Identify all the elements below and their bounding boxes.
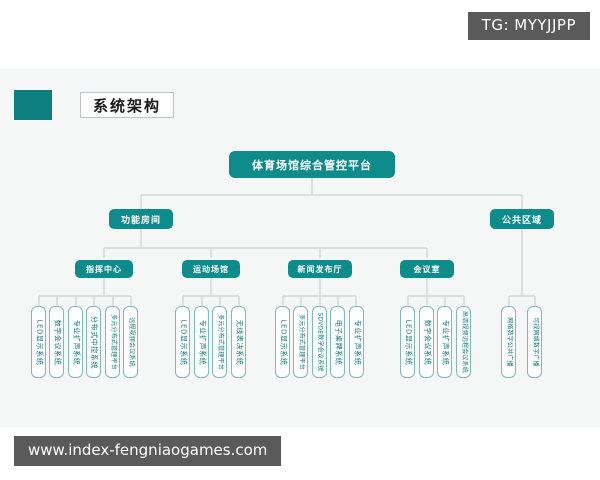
leaf-node[interactable]: 多元分布式管理平台 <box>293 306 308 378</box>
leaf-label: 专业扩声系统 <box>441 319 450 365</box>
leaf-label: 数字会议系统 <box>423 319 432 365</box>
leaf-label: 电子桌牌系统 <box>334 319 343 365</box>
leaf-node[interactable]: LED显示系统 <box>400 306 415 378</box>
leaf-node[interactable]: 高清视频远程会议系统 <box>456 306 471 378</box>
leaf-label: 专业扩声系统 <box>72 319 81 365</box>
leaf-label: 远程视频会议系统 <box>127 317 135 367</box>
bottom-watermark-url: www.index-fengniaogames.com <box>14 436 282 466</box>
node-level3-0[interactable]: 指挥中心 <box>75 260 133 278</box>
leaf-node[interactable]: 多元分布式管理平台 <box>212 306 227 378</box>
leaf-node[interactable]: 多元分布式管理平台 <box>105 306 120 378</box>
leaf-label: 多元分布式管理平台 <box>216 314 224 370</box>
leaf-label: 多元分布式管理平台 <box>109 314 117 370</box>
leaf-label: 数字会议系统 <box>53 319 62 365</box>
node-level3-2[interactable]: 新闻发布厅 <box>288 260 352 278</box>
leaf-label: 网络数字公共广播 <box>505 317 513 367</box>
leaf-node[interactable]: 数字会议系统 <box>49 306 64 378</box>
leaf-node[interactable]: LED显示系统 <box>175 306 190 378</box>
leaf-label: 分布式中控系统 <box>90 315 99 369</box>
leaf-label: 专业扩声系统 <box>198 319 207 365</box>
leaf-label: LED显示系统 <box>35 319 44 365</box>
leaf-node[interactable]: LED显示系统 <box>31 306 46 378</box>
leaf-node[interactable]: 专业扩声系统 <box>437 306 452 378</box>
leaf-label: LED显示系统 <box>279 319 288 365</box>
leaf-node[interactable]: 无线表决系统 <box>231 306 246 378</box>
leaf-node[interactable]: SDVOE数字会议系统 <box>312 306 327 378</box>
node-level3-3[interactable]: 会议室 <box>400 260 454 278</box>
leaf-label: 可视网络数字广播 <box>531 317 539 367</box>
leaf-node[interactable]: 可视网络数字广播 <box>527 306 542 378</box>
node-level2-1[interactable]: 公共区域 <box>490 209 554 229</box>
leaf-node[interactable]: 专业扩声系统 <box>68 306 83 378</box>
leaf-label: 无线表决系统 <box>235 319 244 365</box>
top-watermark-tag: TG: MYYJJPP <box>467 12 590 40</box>
page-title: 系统架构 <box>14 90 175 120</box>
node-root[interactable]: 体育场馆综合管控平台 <box>229 151 395 178</box>
node-level2-0[interactable]: 功能房间 <box>109 209 173 229</box>
leaf-label: LED显示系统 <box>404 319 413 365</box>
heading-accent-block <box>14 90 52 120</box>
leaf-node[interactable]: 分布式中控系统 <box>86 306 101 378</box>
leaf-node[interactable]: 远程视频会议系统 <box>123 306 138 378</box>
connector-lines <box>38 178 536 306</box>
leaf-label: 高清视频远程会议系统 <box>460 310 468 374</box>
leaf-node[interactable]: 专业扩声系统 <box>349 306 364 378</box>
leaf-node[interactable]: 专业扩声系统 <box>194 306 209 378</box>
node-level3-1[interactable]: 运动场馆 <box>182 260 240 278</box>
leaf-node[interactable]: 数字会议系统 <box>419 306 434 378</box>
leaf-label: LED显示系统 <box>179 319 188 365</box>
architecture-diagram: 体育场馆综合管控平台 功能房间 公共区域 指挥中心 运动场馆 新闻发布厅 会议室… <box>0 68 600 428</box>
slide-panel: 系统架构 <box>0 68 600 428</box>
leaf-label: SDVOE数字会议系统 <box>316 312 324 372</box>
heading-label: 系统架构 <box>80 92 175 118</box>
leaf-node[interactable]: 网络数字公共广播 <box>501 306 516 378</box>
leaf-label: 多元分布式管理平台 <box>297 314 305 370</box>
leaf-node[interactable]: LED显示系统 <box>275 306 290 378</box>
leaf-label: 专业扩声系统 <box>353 319 362 365</box>
leaf-node[interactable]: 电子桌牌系统 <box>330 306 345 378</box>
